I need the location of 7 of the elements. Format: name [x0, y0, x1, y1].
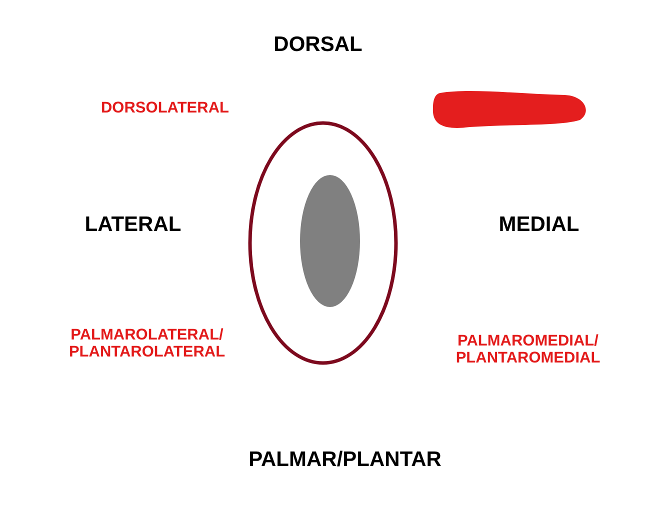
direction-label: MEDIAL [498, 213, 580, 237]
direction-label: LATERAL [84, 213, 182, 237]
direction-label: PALMAROLATERAL/ PLANTAROLATERAL [68, 326, 226, 362]
direction-label: PALMAR/PLANTAR [248, 448, 442, 472]
direction-label: PALMAROMEDIAL/ PLANTAROMEDIAL [456, 332, 600, 368]
direction-label: DORSAL [274, 33, 362, 57]
direction-label: DORSOLATERAL [101, 99, 229, 117]
